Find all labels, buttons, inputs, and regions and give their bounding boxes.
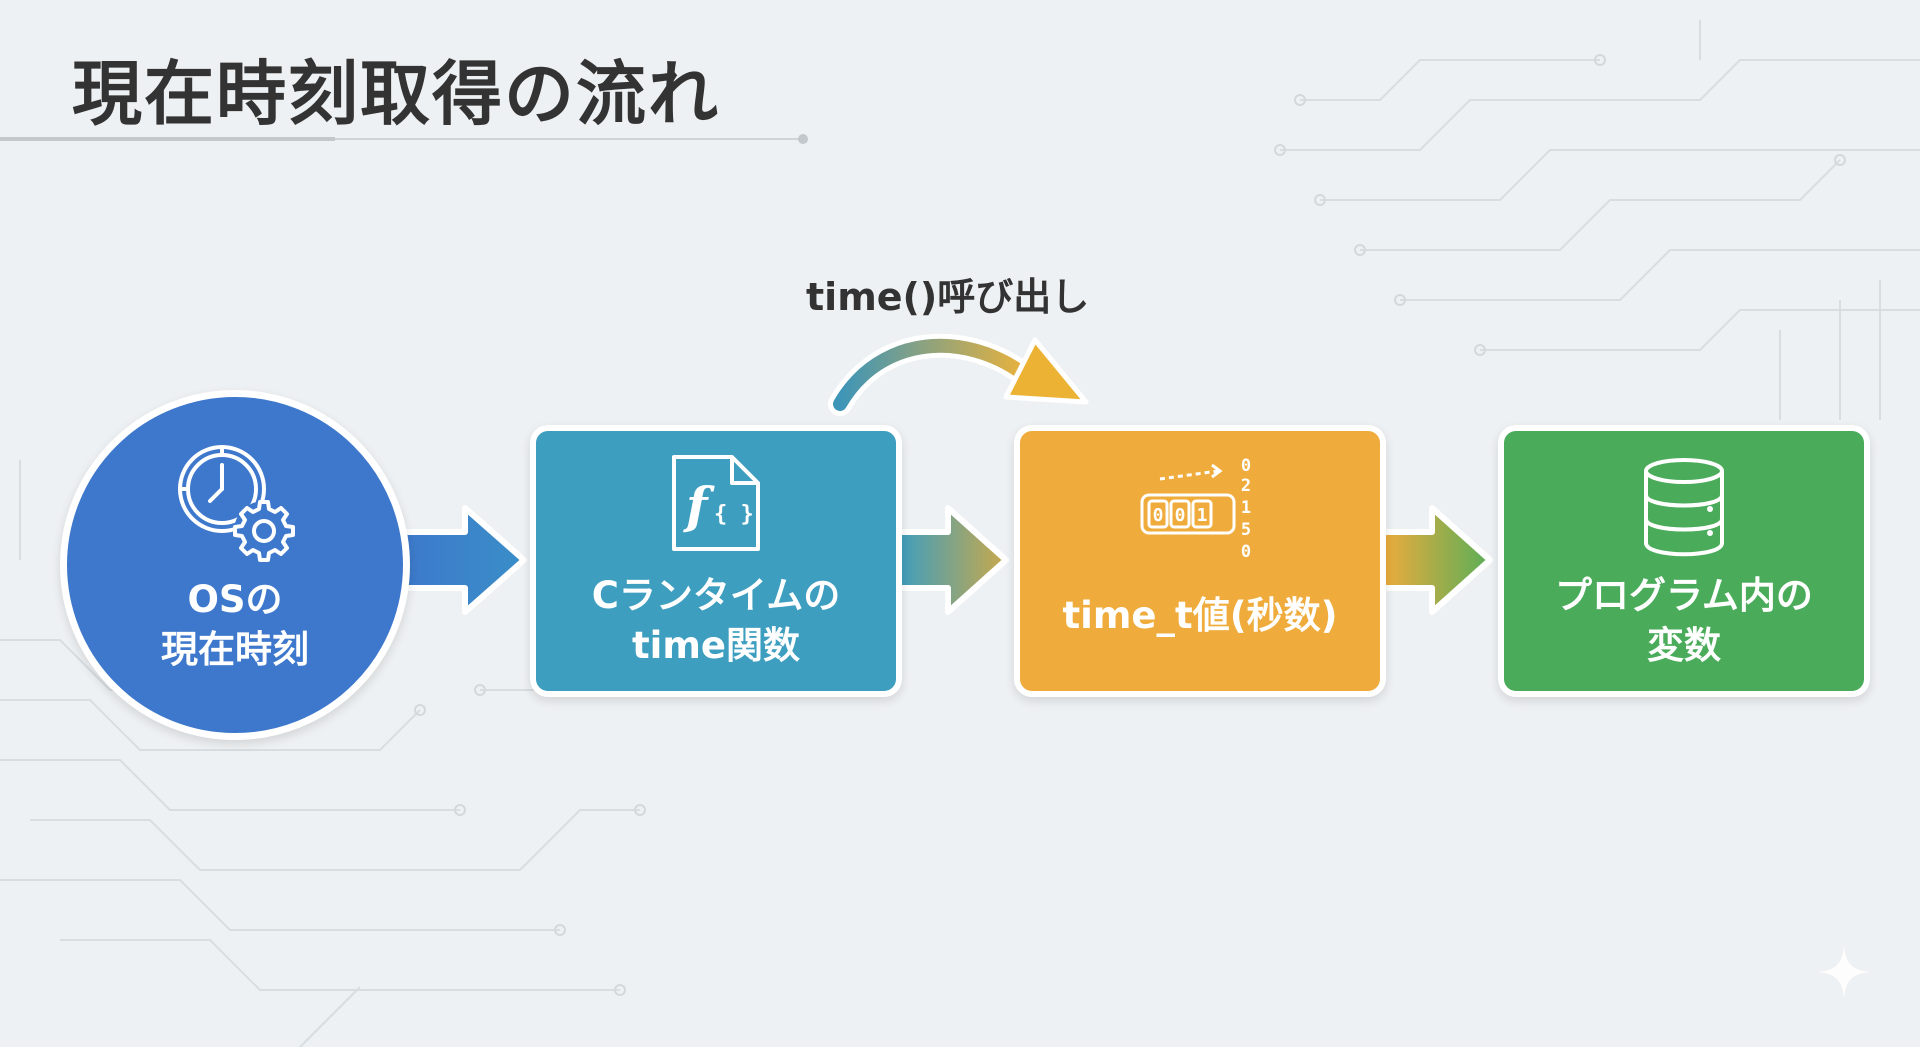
node-c-runtime-time-function: f { } Cランタイムの time関数 — [530, 425, 902, 697]
node-variable-label: プログラム内の 変数 — [1504, 571, 1864, 671]
title-underline — [0, 137, 335, 141]
counter-roll-digit-2: 2 — [1241, 476, 1251, 496]
node-time-t-value: 0 0 1 0 2 1 5 0 time_t値(秒数) — [1014, 425, 1386, 697]
node-runtime-label-line-2: time関数 — [631, 624, 801, 667]
counter-roll-digit-5: 0 — [1241, 542, 1251, 562]
node-variable-label-line-2: 変数 — [1647, 624, 1721, 667]
node-timet-label: time_t値(秒数) — [1020, 591, 1380, 641]
counter-roll-digit-3: 1 — [1241, 498, 1251, 518]
digit-counter-icon: 0 0 1 0 2 1 5 0 — [1140, 456, 1251, 562]
page-title: 現在時刻取得の流れ — [72, 53, 720, 135]
counter-roll-digit-4: 5 — [1241, 520, 1251, 540]
node-variable-label-line-1: プログラム内の — [1555, 574, 1813, 617]
title-underline-dot — [798, 134, 808, 144]
counter-digit-1: 0 — [1153, 505, 1164, 526]
node-runtime-label-line-1: Cランタイムの — [591, 574, 841, 617]
time-call-label: time()呼び出し — [806, 275, 1090, 319]
node-runtime-label: Cランタイムの time関数 — [536, 571, 896, 671]
function-file-icon: f { } — [672, 455, 760, 551]
svg-text:f: f — [683, 476, 715, 535]
title-underline-extension — [335, 138, 800, 140]
counter-roll-digit-1: 0 — [1241, 456, 1251, 476]
svg-text:{ }: { } — [714, 502, 754, 527]
node-os-current-time: OSの 現在時刻 — [60, 390, 410, 740]
counter-digit-3: 1 — [1197, 505, 1208, 526]
database-icon — [1644, 458, 1724, 557]
counter-digit-2: 0 — [1175, 505, 1186, 526]
node-program-variable: プログラム内の 変数 — [1498, 425, 1870, 697]
node-os-label: OSの 現在時刻 — [67, 575, 403, 675]
sparkle-icon — [1818, 946, 1870, 998]
node-timet-label-line-1: time_t値(秒数) — [1062, 594, 1338, 637]
node-os-label-line-2: 現在時刻 — [161, 628, 309, 671]
clock-gear-icon — [178, 445, 295, 562]
node-os-label-line-1: OSの — [187, 578, 283, 621]
